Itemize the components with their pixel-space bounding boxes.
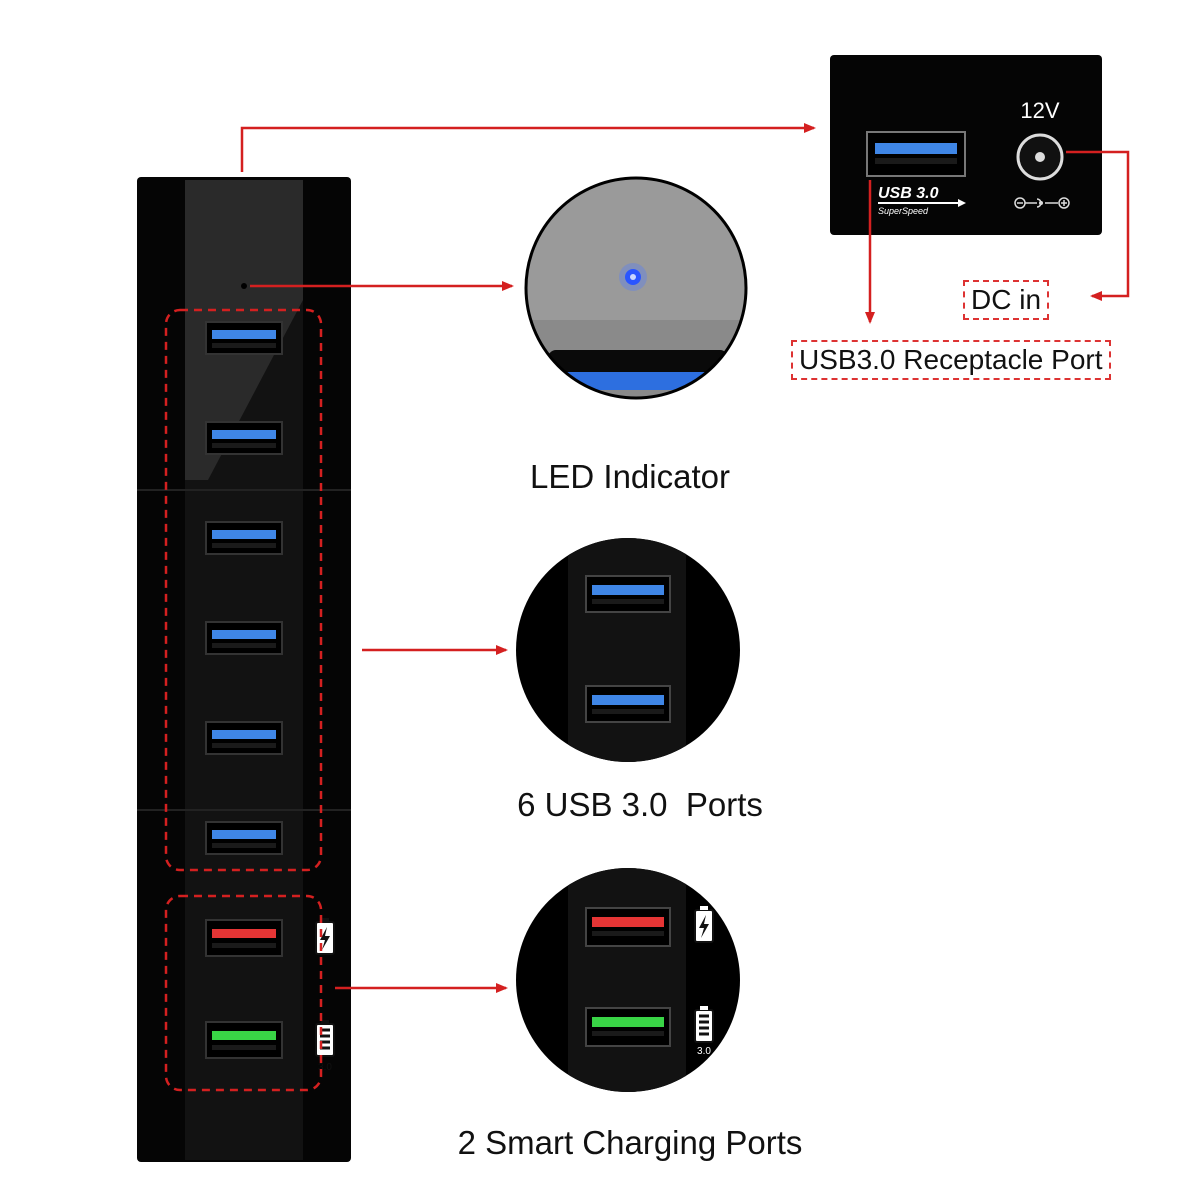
hub-usb-port — [205, 721, 283, 755]
hub-body — [137, 177, 351, 1162]
arrow-hub-to-panel — [240, 123, 816, 172]
hub-usb-port — [205, 621, 283, 655]
hub-port-version: 3.0 — [318, 1062, 332, 1073]
hub-usb-port — [205, 421, 283, 455]
zoom-charge-port-red — [585, 907, 671, 947]
annotation-arrows — [240, 123, 1130, 993]
led-zoom-circle — [524, 176, 748, 400]
arrow-dc-in — [1066, 150, 1130, 301]
receptacle-port-label: USB3.0 Receptacle Port — [791, 340, 1111, 380]
battery-quick-charge-icon: 3.0 — [694, 1006, 714, 1057]
hub-usb-port — [205, 521, 283, 555]
zoom-charge-port-green — [585, 1007, 671, 1047]
hub-charge-port-green — [205, 1021, 283, 1059]
battery-charge-icon — [694, 906, 714, 943]
led-indicator-caption: LED Indicator — [530, 458, 730, 495]
zoom-port-version: 3.0 — [697, 1046, 711, 1057]
svg-text:USB 3.0: USB 3.0 — [878, 185, 939, 202]
voltage-label: 12V — [1020, 98, 1059, 123]
rear-panel: USB 3.0 SuperSpeed 12V — [830, 55, 1102, 235]
battery-quick-charge-icon: 3.0 — [315, 1020, 335, 1073]
zoom-usb-port — [585, 685, 671, 723]
usb-ports-caption: 6 USB 3.0 Ports — [517, 786, 763, 823]
battery-charge-icon — [315, 918, 335, 955]
charging-zoom-circle: 3.0 — [516, 868, 740, 1092]
svg-text:SuperSpeed: SuperSpeed — [878, 206, 929, 216]
dc-in-label: DC in — [963, 280, 1050, 320]
charging-ports-group-outline — [164, 894, 323, 1092]
dc-polarity-icon — [1014, 197, 1070, 209]
led-dot — [241, 283, 247, 289]
hub-charge-port-red — [205, 919, 283, 957]
hub-usb-port — [205, 821, 283, 855]
hub-usb-port — [205, 321, 283, 355]
usb-superspeed-icon: USB 3.0 SuperSpeed — [878, 185, 966, 216]
usb-ports-group-outline — [164, 308, 323, 872]
charging-ports-caption: 2 Smart Charging Ports — [457, 1124, 803, 1161]
usb-zoom-circle — [516, 538, 740, 762]
zoom-usb-port — [585, 575, 671, 613]
